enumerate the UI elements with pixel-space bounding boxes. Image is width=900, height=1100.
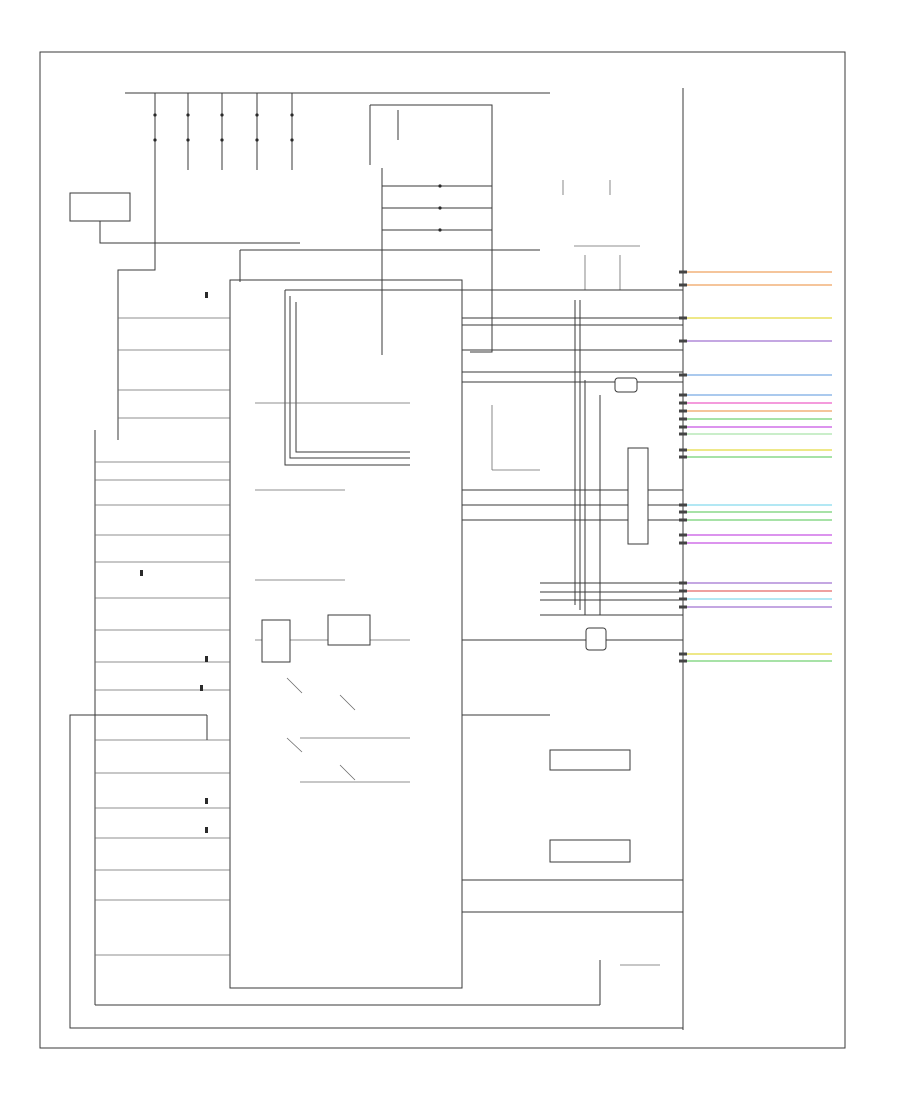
connector-terminal [679, 283, 687, 287]
connector-terminal [679, 432, 687, 436]
connector-terminal [679, 316, 687, 320]
connector-terminal [679, 541, 687, 545]
connector-terminal [679, 533, 687, 537]
connector-terminal [679, 409, 687, 413]
connector-terminal [679, 605, 687, 609]
top-right-module [562, 180, 640, 290]
connector-terminal [679, 339, 687, 343]
left-side-switch-rows [94, 300, 230, 1005]
right-connector-terminals [679, 270, 687, 663]
connector-terminal [679, 503, 687, 507]
connector-terminal [679, 581, 687, 585]
connector-terminal [679, 510, 687, 514]
connector-terminal [679, 425, 687, 429]
connector-terminal [679, 659, 687, 663]
meter-internal-wiring [255, 289, 683, 783]
meter-to-connector-wires [462, 300, 683, 1005]
diagram-frame [39, 51, 846, 1049]
top-left-wiring [99, 170, 540, 300]
connector-terminal [679, 589, 687, 593]
connector-terminal [679, 373, 687, 377]
connector-terminal [679, 417, 687, 421]
fuse-block-wires [125, 92, 550, 170]
combination-meter-module [229, 279, 463, 989]
colored-wire-group [683, 271, 832, 662]
connector-terminal [679, 270, 687, 274]
lower-left-bracket [69, 714, 683, 1029]
relay-box [369, 104, 493, 355]
left-top-control-unit [69, 192, 131, 222]
left-row-ground-symbols [140, 292, 208, 833]
connector-terminal [679, 393, 687, 397]
connector-terminal [679, 401, 687, 405]
connector-terminal [679, 448, 687, 452]
connector-terminal [679, 652, 687, 656]
connector-terminal [679, 597, 687, 601]
connector-terminal [679, 518, 687, 522]
connector-terminal [679, 455, 687, 459]
